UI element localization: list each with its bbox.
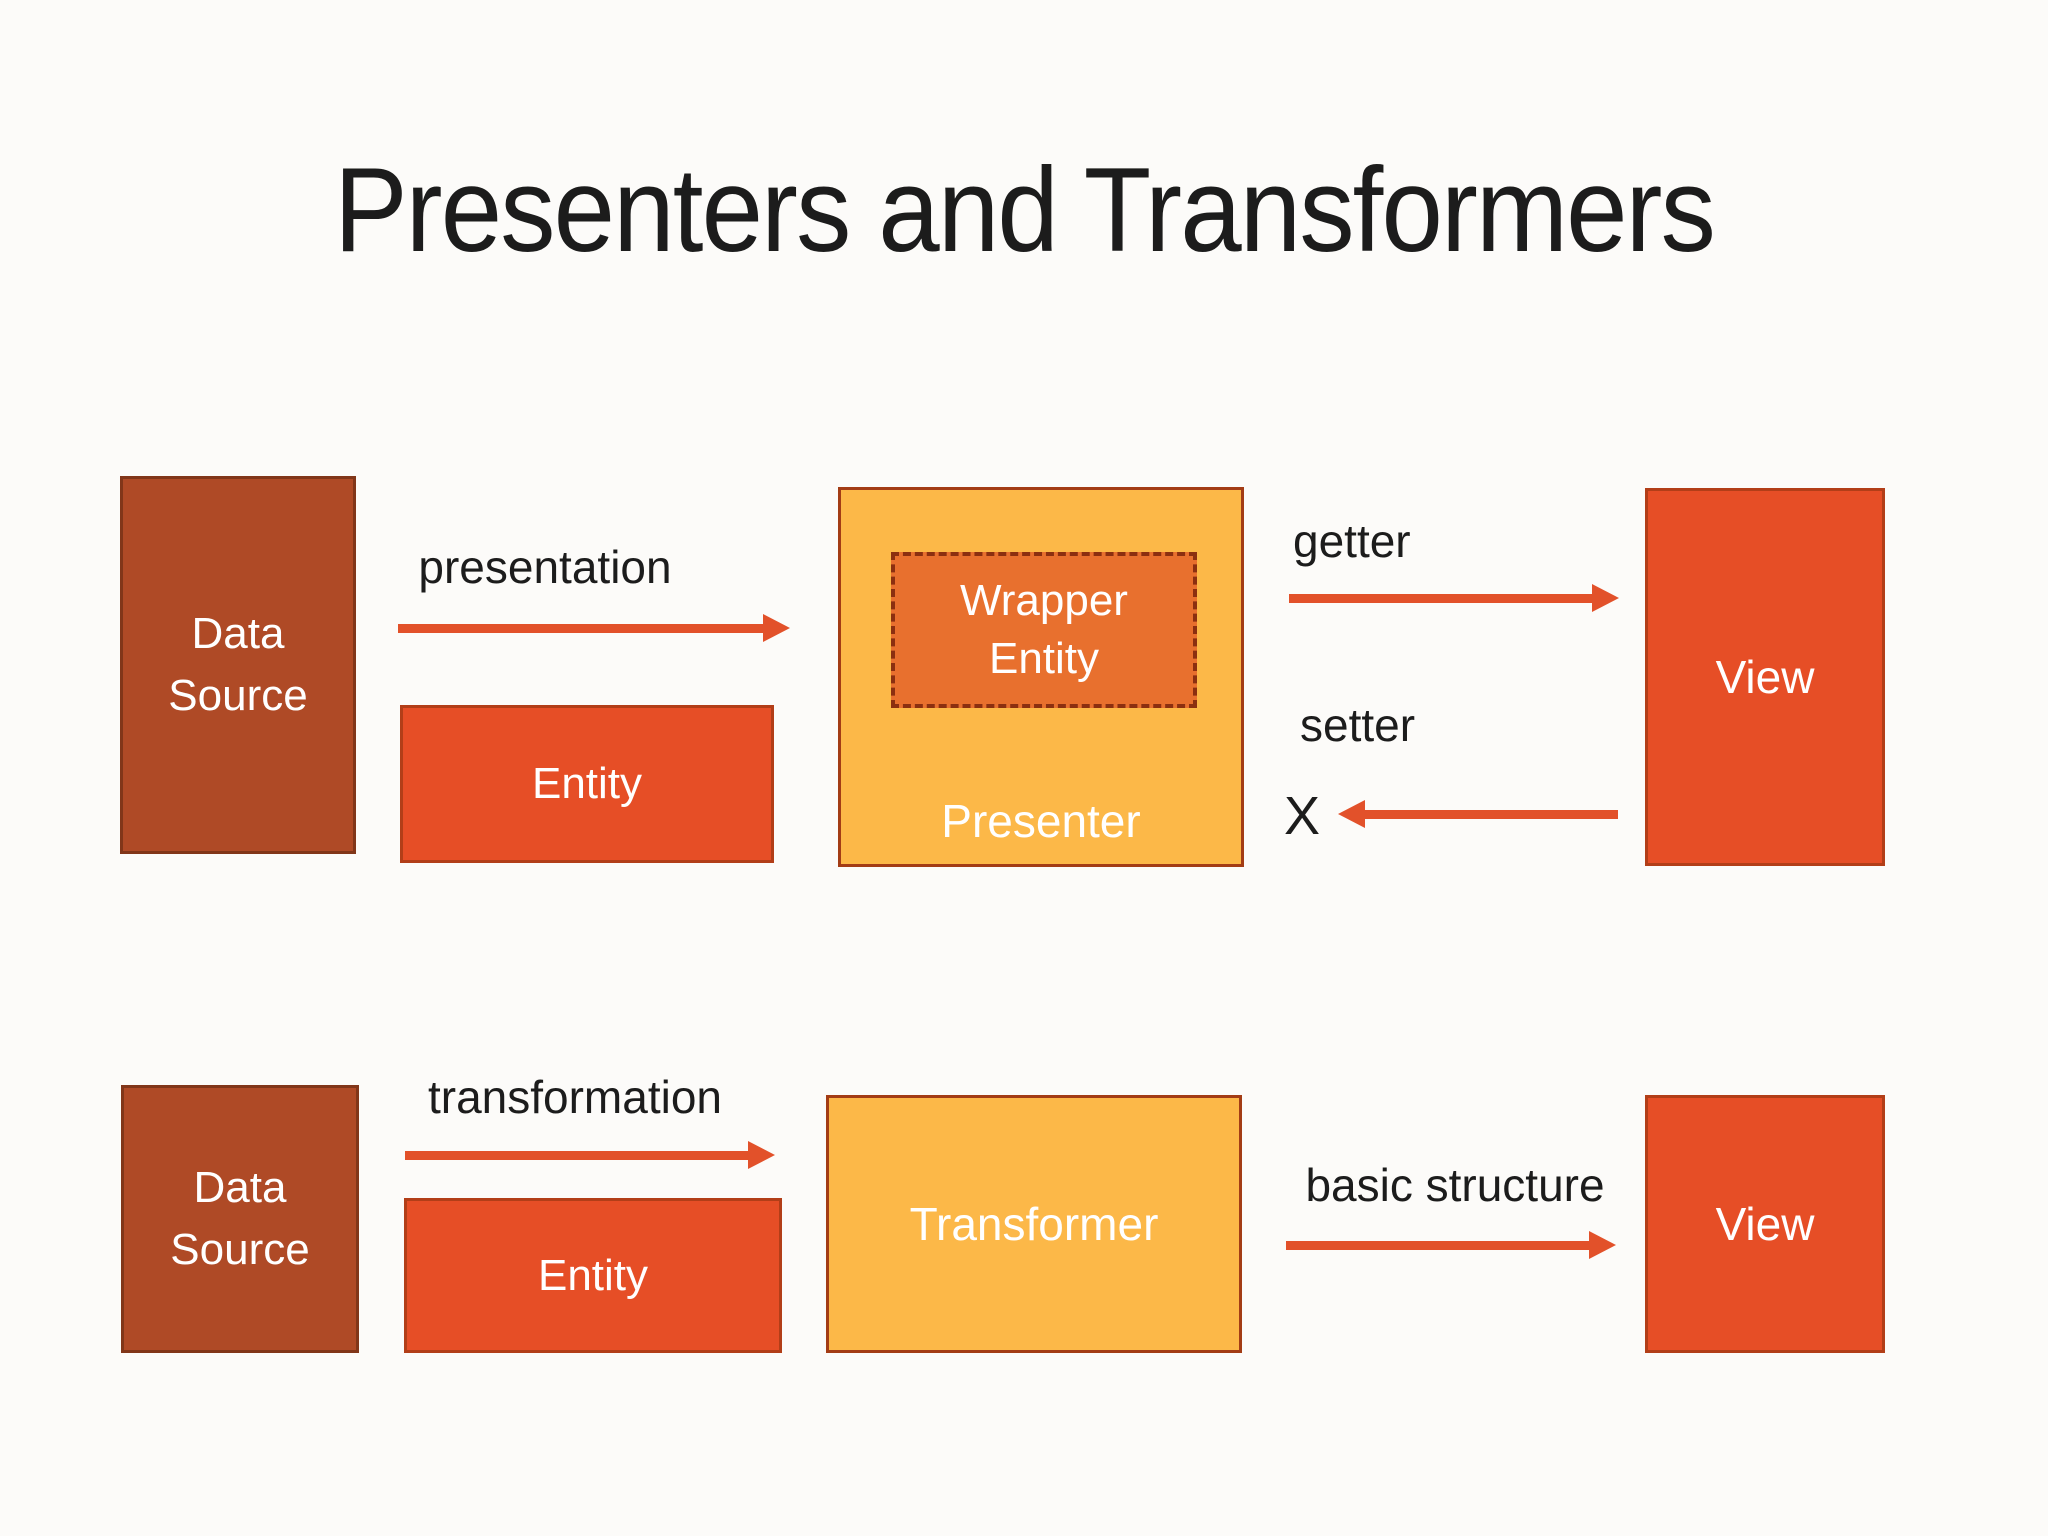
slide-title: Presenters and Transformers: [0, 150, 2048, 270]
view-box-top: View: [1645, 488, 1885, 866]
setter-arrow: [1338, 799, 1618, 829]
basic-structure-arrow-shaft: [1286, 1240, 1589, 1250]
basic-structure-arrow: [1286, 1230, 1616, 1260]
setter-label: setter: [1300, 699, 1416, 751]
wrapper-entity-line1: Wrapper: [960, 576, 1128, 625]
entity-box-bottom: Entity: [404, 1198, 782, 1353]
view-bottom-label: View: [1715, 1198, 1815, 1250]
entity-bottom-label: Entity: [537, 1250, 649, 1300]
basic-structure-label: basic structure: [1305, 1159, 1605, 1211]
data-source-box-bottom: Data Source: [121, 1085, 359, 1353]
getter-arrow-shaft: [1289, 593, 1592, 603]
entity-box-top: Entity: [400, 705, 774, 863]
data-source-bottom-line2: Source: [170, 1225, 310, 1274]
transformer-label: Transformer: [909, 1198, 1159, 1250]
transformer-box: Transformer: [826, 1095, 1242, 1353]
presentation-label: presentation: [418, 541, 672, 593]
slide-title-text: Presenters and Transformers: [334, 143, 1716, 277]
setter-arrowhead-icon: [1338, 800, 1365, 828]
setter-arrow-shaft: [1365, 809, 1618, 819]
getter-label: getter: [1293, 515, 1411, 567]
transformation-arrow: [405, 1140, 775, 1170]
presenter-box: Wrapper Entity Presenter: [838, 487, 1244, 867]
wrapper-entity-box: Wrapper Entity: [891, 552, 1197, 708]
data-source-bottom-line1: Data: [193, 1163, 287, 1212]
getter-arrowhead-icon: [1592, 584, 1619, 612]
presentation-arrow-shaft: [398, 623, 763, 633]
transformation-arrow-shaft: [405, 1150, 748, 1160]
getter-arrow: [1289, 583, 1619, 613]
data-source-top-line2: Source: [168, 671, 308, 720]
data-source-box-top: Data Source: [120, 476, 356, 854]
presentation-arrow: [398, 613, 790, 643]
transformation-label: transformation: [427, 1071, 722, 1123]
data-source-top-line1: Data: [191, 609, 285, 658]
transformation-arrowhead-icon: [748, 1141, 775, 1169]
presentation-arrowhead-icon: [763, 614, 790, 642]
basic-structure-arrowhead-icon: [1589, 1231, 1616, 1259]
wrapper-entity-line2: Entity: [988, 634, 1100, 683]
view-top-label: View: [1715, 651, 1815, 703]
presenter-label: Presenter: [941, 795, 1141, 847]
view-box-bottom: View: [1645, 1095, 1885, 1353]
setter-x-mark: X: [1284, 786, 1321, 846]
entity-top-label: Entity: [531, 759, 643, 808]
